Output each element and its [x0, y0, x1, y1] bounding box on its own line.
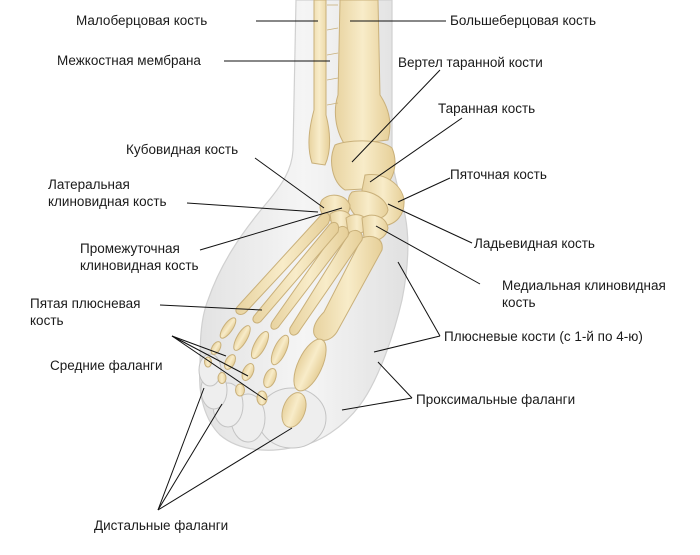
leg-bones — [308, 0, 391, 166]
toe5-proximal — [219, 317, 237, 339]
label-middle-phalanges: Средние фаланги — [50, 358, 163, 373]
phalanx-bones — [204, 317, 327, 428]
toe4-middle — [224, 354, 236, 370]
label-lateral-cuneiform: Латеральная клиновидная кость — [48, 177, 167, 209]
label-proximal-phalanges: Проксимальные фаланги — [416, 392, 576, 407]
leader-intermediate-cuneiform — [199, 207, 343, 251]
label-navicular: Ладьевидная кость — [474, 236, 595, 251]
label-fifth-metatarsal: Пятая плюсневая кость — [30, 296, 141, 328]
toe3-distal — [235, 383, 245, 397]
leader-metatarsals-b — [373, 335, 441, 353]
leader-cuboid — [254, 157, 325, 209]
toe4-proximal — [233, 325, 251, 351]
metatarsal-1 — [313, 236, 383, 341]
fibula-shape — [308, 0, 331, 166]
metatarsal-bones — [235, 212, 383, 341]
metatarsal-4 — [252, 221, 339, 324]
interosseous-membrane-shape — [326, 4, 339, 106]
hallux-proximal-phalanx — [293, 338, 327, 392]
leader-middle-phalanges-b — [171, 335, 249, 377]
toe3-proximal — [250, 331, 270, 359]
label-interosseous-membrane: Межкостная мембрана — [57, 53, 201, 68]
leader-fifth-metatarsal — [159, 304, 263, 311]
tibia-shape — [334, 0, 391, 146]
toe2-middle — [263, 368, 277, 388]
leader-lateral-cuneiform — [186, 202, 319, 213]
metatarsal-2 — [289, 229, 363, 336]
metatarsal-3 — [270, 225, 349, 330]
label-medial-cuneiform: Медиальная клиновидная кость — [502, 278, 666, 310]
leader-proximal-phalanges-a — [377, 361, 413, 399]
toe3-middle — [241, 363, 255, 381]
leader-trochlea — [351, 69, 441, 163]
label-metatarsals: Плюсневые кости (с 1-й по 4-ю) — [444, 329, 643, 344]
leader-calcaneus — [397, 177, 451, 203]
leader-medial-cuneiform — [375, 225, 481, 285]
leader-middle-phalanges-a — [171, 335, 227, 357]
label-calcaneus: Пяточная кость — [450, 167, 547, 182]
leader-lines — [157, 20, 481, 511]
metatarsal-5 — [235, 212, 331, 315]
toe2-distal — [256, 390, 268, 406]
leader-distal-phalanges-a — [157, 387, 205, 511]
leader-metatarsals-a — [397, 261, 441, 337]
leader-distal-phalanges-c — [157, 427, 293, 511]
toe2-proximal — [270, 334, 290, 366]
leader-proximal-phalanges-b — [341, 397, 413, 411]
leader-middle-phalanges-c — [171, 335, 267, 401]
leader-talus — [369, 117, 463, 183]
label-cuboid: Кубовидная кость — [126, 142, 239, 157]
label-fibula: Малоберцовая кость — [76, 13, 208, 28]
label-talus: Таранная кость — [438, 101, 536, 116]
tarsal-bones — [319, 140, 405, 242]
label-tibia: Большеберцовая кость — [450, 13, 596, 28]
label-distal-phalanges: Дистальные фаланги — [94, 518, 229, 533]
leader-navicular — [387, 203, 473, 244]
toe4-distal — [217, 372, 227, 384]
hallux-distal-phalanx — [281, 392, 307, 428]
leader-distal-phalanges-b — [157, 403, 223, 511]
label-talus-trochlea: Вертел таранной кости — [398, 55, 543, 70]
label-intermediate-cuneiform: Промежуточная клиновидная кость — [80, 241, 199, 273]
